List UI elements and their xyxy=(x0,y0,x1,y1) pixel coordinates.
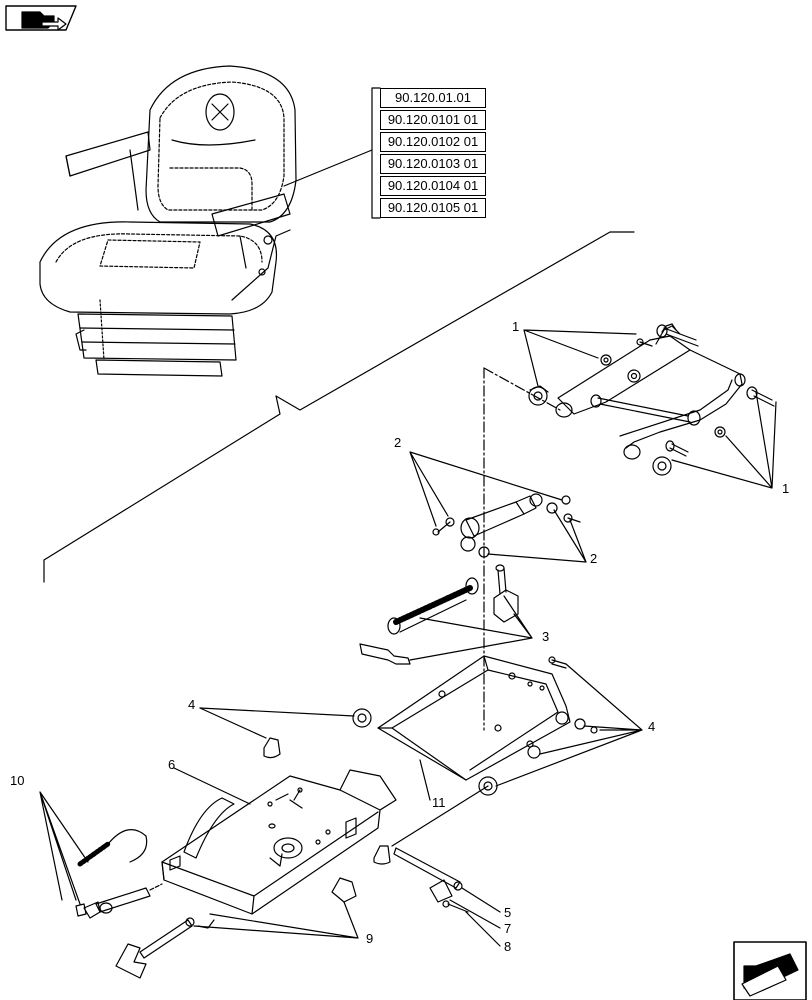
base-plate xyxy=(161,767,489,915)
callout-11: 11 xyxy=(432,795,446,810)
reference-link-2[interactable]: 90.120.0101 01 xyxy=(380,110,486,130)
callout-10: 10 xyxy=(10,773,25,788)
callout-8: 8 xyxy=(504,939,512,954)
damper xyxy=(409,451,587,563)
section-separator xyxy=(43,231,635,583)
callout-1-top: 1 xyxy=(512,319,520,334)
reference-bracket xyxy=(371,87,381,219)
seat-illustration xyxy=(39,65,373,377)
callout-2-right: 2 xyxy=(590,551,598,566)
book-arrow-icon[interactable] xyxy=(5,5,77,31)
spring-assembly xyxy=(359,564,533,665)
spring-clip-assembly xyxy=(39,791,163,919)
callout-1-right: 1 xyxy=(782,481,790,496)
callout-3: 3 xyxy=(542,629,550,644)
callout-4-left: 4 xyxy=(188,697,196,712)
reference-link-6[interactable]: 90.120.0105 01 xyxy=(380,198,486,218)
reference-link-3[interactable]: 90.120.0102 01 xyxy=(380,132,486,152)
callout-2-left: 2 xyxy=(394,435,402,450)
height-knob xyxy=(115,877,359,979)
callout-4-right: 4 xyxy=(648,719,656,734)
reference-link-5[interactable]: 90.120.0104 01 xyxy=(380,176,486,196)
callout-6: 6 xyxy=(168,757,176,772)
callout-5: 5 xyxy=(504,905,512,920)
lower-frame xyxy=(199,655,643,801)
upper-linkage xyxy=(523,323,777,489)
callout-7: 7 xyxy=(504,921,512,936)
reference-link-4[interactable]: 90.120.0103 01 xyxy=(380,154,486,174)
pin-parts xyxy=(393,847,501,947)
reference-link-1[interactable]: 90.120.01.01 xyxy=(380,88,486,108)
next-page-arrow-icon[interactable] xyxy=(733,941,807,1000)
callout-9: 9 xyxy=(366,931,374,946)
